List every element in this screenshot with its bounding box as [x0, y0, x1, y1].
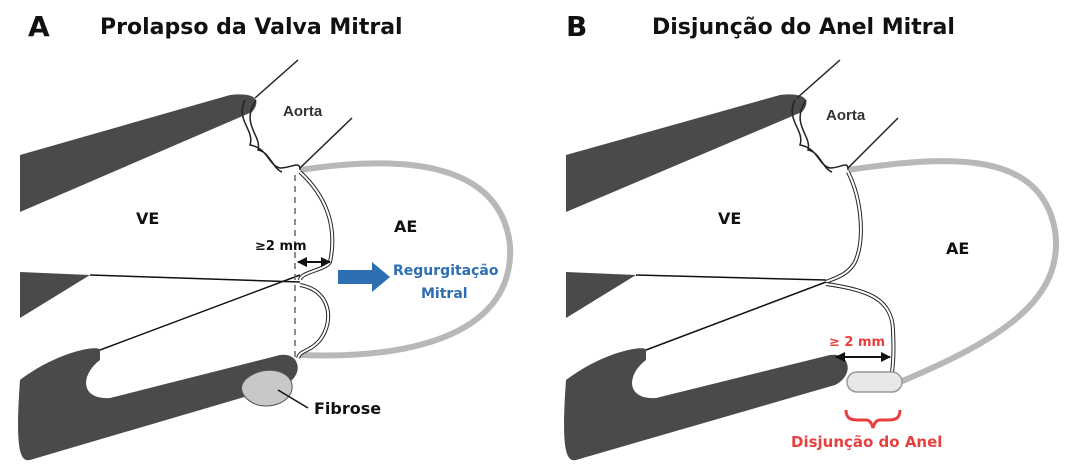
posterior-leaflet-inner [825, 283, 895, 373]
aorta-label-a: Aorta [283, 103, 323, 120]
anterior-leaflet-inner [825, 171, 862, 283]
chorda-tendinea [635, 274, 827, 281]
regurgitation-label-line1: Regurgitação [393, 263, 499, 279]
fibrosis-patch [241, 369, 293, 407]
posterior-wall [564, 348, 848, 461]
disjunction-brace [844, 409, 902, 429]
panel-b-title: Disjunção do Anel Mitral [652, 15, 955, 40]
fibrose-pointer [277, 389, 309, 409]
ae-label-a: AE [394, 217, 417, 236]
panel-a-title: Prolapso da Valva Mitral [100, 15, 403, 40]
panel-a-letter: A [28, 10, 50, 43]
ve-label-b: VE [718, 209, 741, 228]
ve-label-a: VE [136, 209, 159, 228]
papillary-muscle [20, 272, 90, 318]
posterior-wall [18, 348, 298, 461]
left-atrium-wall [299, 160, 514, 359]
left-atrium-wall [847, 158, 1060, 385]
aortic-root [791, 59, 899, 173]
chorda-tendinea [645, 281, 827, 351]
panel-b-letter: B [566, 10, 587, 43]
papillary-muscle [566, 272, 636, 318]
chorda-tendinea [99, 274, 301, 351]
aorta-label-b: Aorta [826, 107, 866, 124]
panel-b: B Disjunção do Anel Mitral Aorta VE AE ≥… [564, 10, 1060, 461]
disjunction-label: Disjunção do Anel [791, 433, 942, 451]
measure-label-b: ≥ 2 mm [829, 335, 885, 350]
anterior-leaflet-inner [299, 171, 334, 281]
ventricular-septum [20, 94, 257, 212]
ae-label-b: AE [946, 239, 969, 258]
regurgitation-label-line2: Mitral [421, 286, 468, 302]
fibrose-label: Fibrose [314, 399, 381, 418]
aortic-root [241, 59, 353, 173]
posterior-leaflet-inner [297, 284, 330, 359]
measure-label-a: ≥2 mm [255, 239, 307, 254]
ventricular-septum [566, 94, 807, 212]
regurgitation-arrow [338, 262, 390, 292]
chorda-tendinea [89, 274, 301, 283]
panel-a: A Prolapso da Valva Mitral Aorta VE A [18, 10, 514, 461]
mitral-annulus [846, 371, 903, 393]
